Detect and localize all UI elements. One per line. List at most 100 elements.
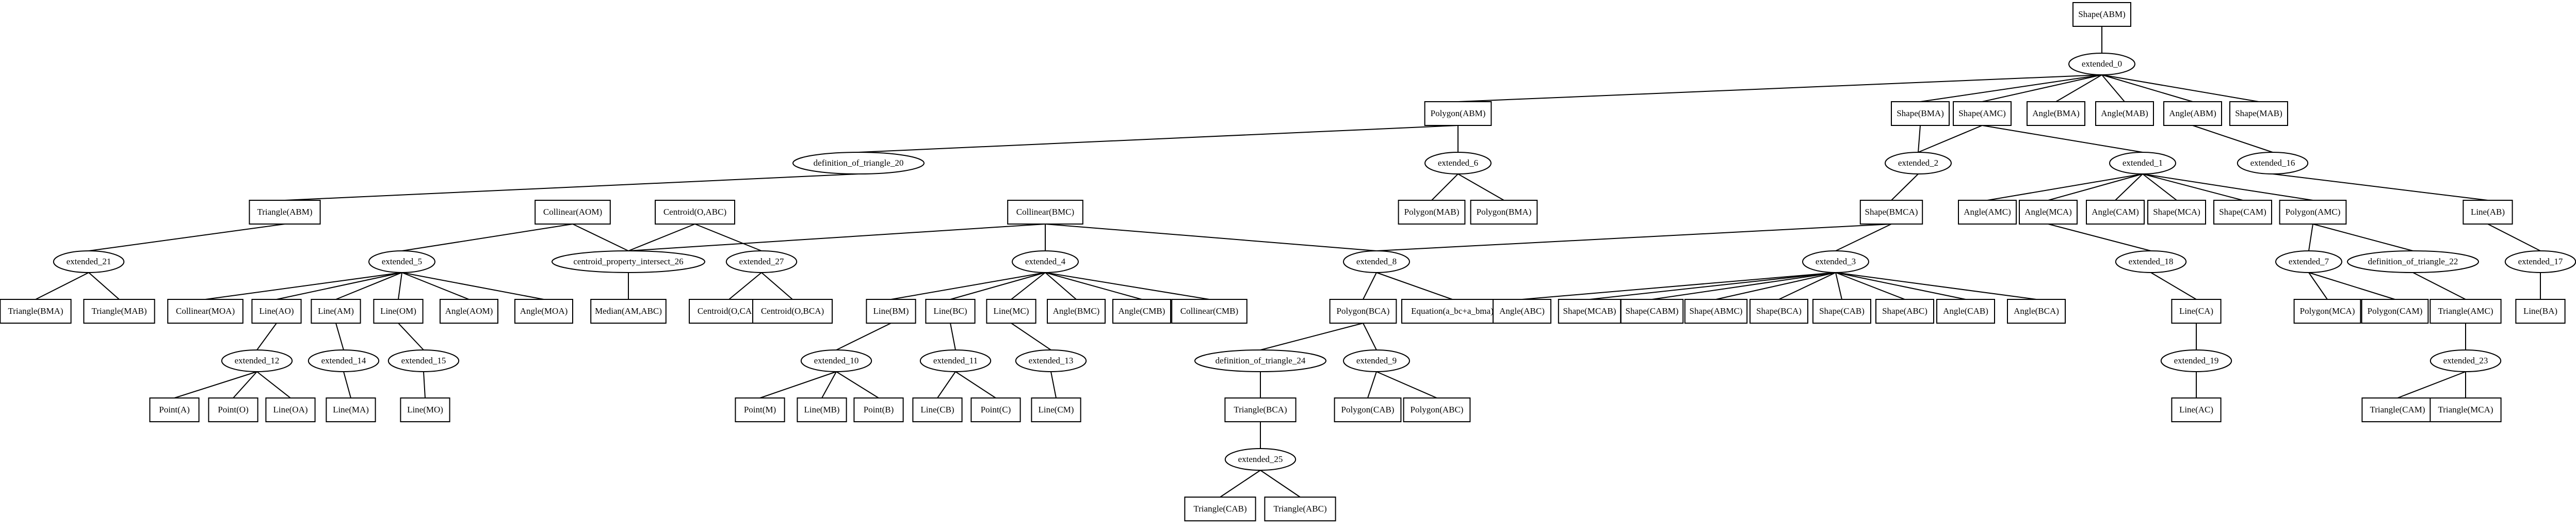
node-label: Line(CA) (2179, 306, 2213, 316)
fact-node-n70: Triangle(AMC) (2429, 299, 2502, 324)
node-label: extended_16 (2250, 158, 2295, 168)
fact-node-n59: Shape(MCAB) (1558, 299, 1622, 324)
node-label: extended_19 (2174, 356, 2219, 365)
edge-n34-n65 (1835, 272, 1966, 300)
step-node-n80: extended_19 (2160, 349, 2232, 372)
edge-n29-n43 (335, 272, 402, 300)
node-label: extended_8 (1356, 257, 1397, 266)
edge-n12-n21 (1987, 173, 2143, 201)
node-label: Angle(CAB) (1943, 306, 1988, 316)
node-label: Angle(MOA) (520, 306, 568, 316)
step-node-n77: extended_13 (1015, 349, 1087, 372)
edge-n10-n19 (1457, 173, 1504, 201)
edge-n4-n11 (1918, 125, 1983, 153)
box-shape (2462, 200, 2513, 225)
step-node-n28: extended_21 (53, 250, 125, 273)
box-shape (2279, 200, 2347, 225)
ellipse-shape (1194, 349, 1326, 372)
fact-node-n41: Collinear(MOA) (167, 299, 244, 324)
box-shape (655, 200, 735, 225)
fact-node-n45: Angle(AOM) (440, 299, 498, 324)
fact-node-n94: Polygon(CAB) (1334, 397, 1402, 422)
box-shape (1112, 299, 1171, 324)
node-label: Centroid(O,CAB) (698, 306, 760, 316)
edge-n79-n95 (1376, 371, 1437, 399)
box-shape (311, 299, 361, 324)
box-shape (2095, 101, 2154, 126)
node-label: Shape(AMC) (1958, 108, 2006, 118)
edge-n76-n90 (937, 371, 956, 399)
edge-n15-n29 (401, 224, 573, 251)
box-shape (514, 299, 573, 324)
edge-n72-n84 (256, 371, 291, 399)
step-node-n13: extended_16 (2237, 152, 2309, 174)
box-shape (2072, 2, 2131, 27)
box-shape (2429, 299, 2502, 324)
node-label: Collinear(MOA) (176, 306, 235, 316)
box-shape (853, 397, 904, 422)
fact-node-n67: Line(CA) (2171, 299, 2222, 324)
node-label: Polygon(MCA) (2300, 306, 2355, 316)
node-label: Point(O) (218, 405, 249, 415)
node-label: Line(CM) (1039, 405, 1074, 415)
fact-node-n14: Triangle(ABM) (249, 200, 321, 225)
fact-node-n42: Line(AO) (251, 299, 302, 324)
box-shape (2171, 299, 2222, 324)
box-shape (986, 299, 1036, 324)
step-node-n33: extended_8 (1343, 250, 1410, 273)
fact-node-n23: Angle(CAM) (2086, 200, 2145, 225)
node-label: Line(MA) (333, 405, 369, 415)
fact-node-n85: Line(MA) (326, 397, 376, 422)
box-shape (1470, 200, 1538, 225)
edge-n12-n23 (2115, 173, 2143, 201)
box-shape (2229, 101, 2288, 126)
edge-n99-n101 (1260, 470, 1301, 498)
fact-node-n24: Shape(MCA) (2147, 200, 2206, 225)
box-shape (1224, 397, 1297, 422)
node-label: Triangle(AMC) (2438, 306, 2493, 316)
node-label: Triangle(CAB) (1193, 504, 1246, 514)
step-node-n34: extended_3 (1802, 250, 1869, 273)
edge-n13-n27 (2272, 173, 2488, 201)
box-shape (400, 397, 450, 422)
box-shape (1047, 299, 1106, 324)
box-shape (2147, 200, 2206, 225)
step-node-n73: extended_14 (307, 349, 380, 372)
box-shape (1424, 101, 1492, 126)
fact-node-n55: Collinear(CMB) (1171, 299, 1248, 324)
box-shape (752, 299, 833, 324)
ellipse-shape (552, 250, 705, 273)
ellipse-shape (2429, 349, 2502, 372)
edge-n81-n97 (2397, 371, 2466, 399)
node-label: extended_6 (1438, 158, 1478, 168)
edge-n56-n78 (1260, 323, 1364, 350)
fact-node-n60: Shape(CABM) (1620, 299, 1684, 324)
fact-node-n18: Polygon(MAB) (1398, 200, 1466, 225)
edge-n29-n41 (205, 272, 402, 300)
ellipse-shape (800, 349, 872, 372)
edge-n1-n8 (2101, 74, 2259, 102)
node-label: Line(BM) (873, 306, 909, 316)
node-label: Shape(MCA) (2153, 207, 2200, 217)
step-node-n74: extended_15 (387, 349, 460, 372)
node-label: extended_4 (1025, 257, 1066, 266)
node-label: extended_0 (2082, 59, 2122, 69)
edge-n32-n54 (1045, 272, 1142, 300)
box-shape (2027, 101, 2085, 126)
box-shape (534, 200, 611, 225)
edge-n77-n92 (1050, 371, 1057, 399)
fact-node-n54: Angle(CMB) (1112, 299, 1171, 324)
node-label: Angle(BMA) (2032, 108, 2080, 118)
node-label: Line(BC) (933, 306, 967, 316)
edges-layer (35, 26, 2541, 498)
edge-n15-n30 (572, 224, 629, 251)
node-label: Line(MC) (994, 306, 1029, 316)
box-shape (970, 397, 1021, 422)
node-label: Angle(ABM) (2169, 108, 2216, 118)
fact-node-n92: Line(CM) (1031, 397, 1081, 422)
node-label: Shape(BMA) (1897, 108, 1944, 118)
ellipse-shape (2504, 250, 2576, 273)
box-shape (2361, 397, 2434, 422)
edge-n42-n72 (256, 323, 277, 350)
edge-n43-n73 (335, 323, 344, 350)
